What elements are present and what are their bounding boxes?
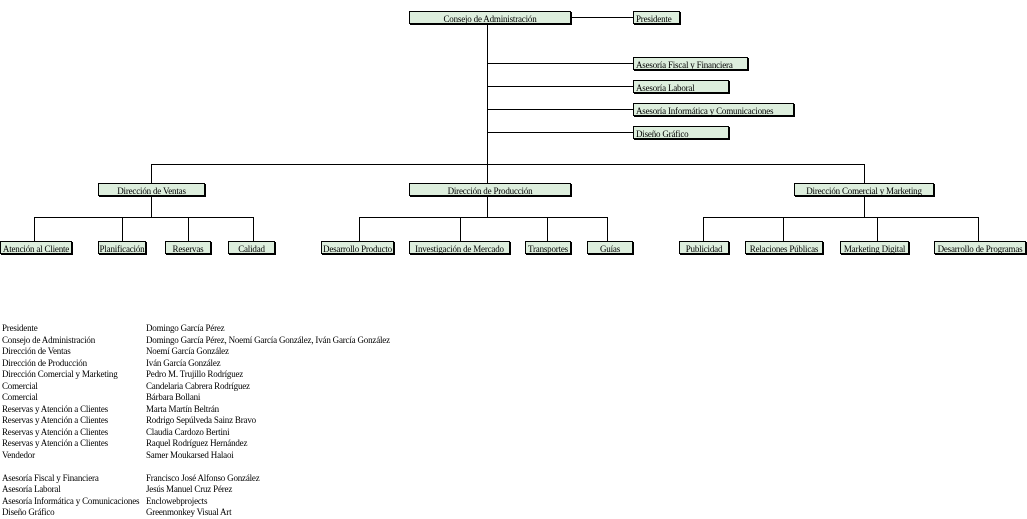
node-unit-label: Guías	[600, 244, 620, 254]
node-unit-marketing-digital: Marketing Digital	[840, 241, 909, 254]
node-unit-label: Relaciones Públicas	[749, 244, 819, 254]
node-advisor-diseno: Diseño Gráfico	[633, 126, 729, 139]
node-unit-label: Publicidad	[685, 244, 723, 254]
staff-person: Domingo García Pérez, Noemí García Gonzá…	[146, 334, 390, 345]
staff-role: Presidente	[2, 323, 38, 333]
node-advisor-fiscal: Asesoría Fiscal y Financiera	[633, 57, 748, 70]
node-unit-label: Desarrollo de Programas	[937, 244, 1023, 254]
node-advisor-informatica: Asesoría Informática y Comunicaciones	[633, 103, 794, 116]
advisor-person: Jesús Manuel Cruz Pérez	[146, 484, 233, 494]
staff-role: Comercial	[2, 380, 38, 391]
node-direccion-label: Dirección de Producción	[447, 186, 533, 196]
staff-role: Consejo de Administración	[2, 334, 95, 345]
staff-person: Candelaria Cabrera Rodríguez	[146, 380, 250, 391]
advisor-person: Greenmonkey Visual Art	[146, 507, 232, 517]
node-unit-guias: Guías	[587, 241, 633, 254]
node-unit-planificacion: Planificación	[98, 241, 146, 254]
staff-person: Claudia Cardozo Bertini	[146, 426, 230, 437]
node-unit-label: Marketing Digital	[843, 244, 906, 254]
node-presidente: Presidente	[633, 11, 680, 24]
node-presidente-label: Presidente	[636, 14, 672, 24]
node-unit-calidad: Calidad	[228, 241, 275, 254]
staff-person: Raquel Rodríguez Hernández	[146, 438, 248, 448]
node-unit-label: Investigación de Mercado	[415, 244, 504, 254]
advisor-role: Asesoría Laboral	[2, 484, 61, 494]
advisor-person: Enclowebprojects	[146, 495, 208, 506]
staff-role: Reservas y Atención a Clientes	[2, 403, 108, 414]
node-advisor-label: Asesoría Fiscal y Financiera	[636, 60, 733, 70]
node-unit-transportes: Transportes	[525, 241, 571, 254]
node-unit-desarrollo-programas: Desarrollo de Programas	[934, 241, 1026, 254]
advisor-person: Francisco José Alfonso González	[146, 472, 260, 483]
node-advisor-label: Diseño Gráfico	[636, 129, 689, 139]
node-direccion-label: Dirección de Ventas	[117, 186, 186, 196]
staff-role: Reservas y Atención a Clientes	[2, 426, 108, 437]
node-unit-desarrollo-producto: Desarrollo Producto	[321, 241, 394, 254]
staff-person: Samer Moukarsed Halaoi	[146, 449, 234, 460]
node-direccion-label: Dirección Comercial y Marketing	[806, 186, 922, 196]
node-unit-label: Calidad	[238, 244, 265, 254]
staff-person: Domingo García Pérez	[146, 323, 225, 333]
node-direccion-comercial: Dirección Comercial y Marketing	[794, 183, 934, 196]
node-unit-label: Transportes	[528, 244, 568, 254]
staff-role: Dirección de Ventas	[2, 346, 71, 356]
staff-person: Marta Martín Beltrán	[146, 403, 219, 414]
staff-role: Reservas y Atención a Clientes	[2, 415, 108, 425]
node-consejo: Consejo de Administración	[409, 11, 571, 24]
advisor-role: Asesoría Informática y Comunicaciones	[2, 495, 140, 506]
node-consejo-label: Consejo de Administración	[443, 14, 537, 24]
staff-role: Reservas y Atención a Clientes	[2, 438, 108, 448]
node-advisor-laboral: Asesoría Laboral	[633, 80, 729, 93]
node-unit-reservas: Reservas	[165, 241, 211, 254]
node-unit-relaciones-publicas: Relaciones Públicas	[745, 241, 823, 254]
node-direccion-ventas: Dirección de Ventas	[98, 183, 205, 196]
node-unit-label: Reservas	[172, 244, 204, 254]
node-direccion-produccion: Dirección de Producción	[409, 183, 571, 196]
staff-person: Rodrigo Sepúlveda Sainz Bravo	[146, 415, 256, 425]
node-unit-publicidad: Publicidad	[679, 241, 729, 254]
node-advisor-label: Asesoría Laboral	[636, 83, 695, 93]
staff-role: Comercial	[2, 392, 38, 402]
staff-role: Dirección Comercial y Marketing	[2, 369, 118, 379]
node-unit-investigacion-mercado: Investigación de Mercado	[409, 241, 510, 254]
staff-role: Vendedor	[2, 449, 35, 460]
node-unit-label: Atención al Cliente	[2, 244, 70, 254]
advisor-role: Diseño Gráfico	[2, 507, 55, 517]
staff-role: Dirección de Producción	[2, 357, 87, 368]
node-unit-atencion-cliente: Atención al Cliente	[0, 241, 72, 254]
node-unit-label: Desarrollo Producto	[323, 244, 392, 254]
node-advisor-label: Asesoría Informática y Comunicaciones	[636, 106, 774, 116]
staff-person: Pedro M. Trujillo Rodríguez	[146, 369, 244, 379]
staff-person: Noemí García González	[146, 346, 229, 356]
node-unit-label: Planificación	[99, 244, 145, 254]
advisor-role: Asesoría Fiscal y Financiera	[2, 472, 99, 483]
staff-person: Bárbara Bollani	[146, 392, 201, 402]
staff-person: Iván García González	[146, 357, 221, 368]
